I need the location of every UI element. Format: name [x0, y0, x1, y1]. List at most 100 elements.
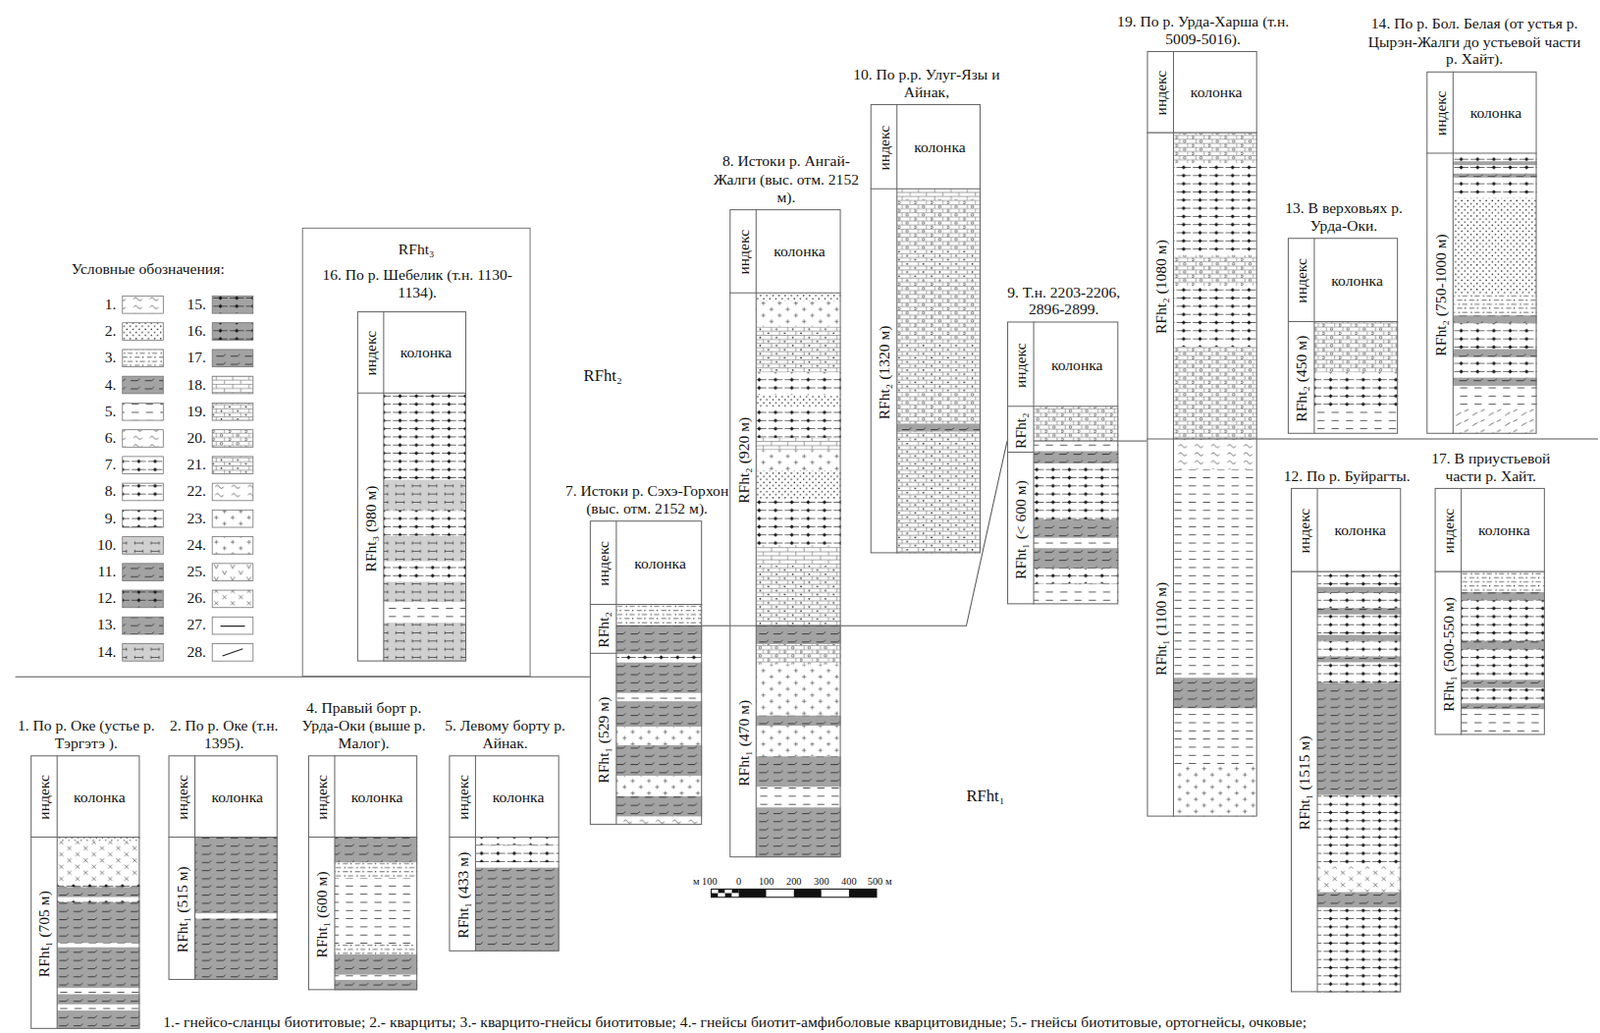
- rock-layer: [897, 188, 981, 199]
- column-heading: 9. Т.н. 2203-2206, 2896-2899.: [992, 282, 1136, 319]
- column-heading: 8. Истоки р. Ангай-Жалги (выс. отм. 2152…: [704, 153, 868, 207]
- header-cell: колонка: [1331, 272, 1384, 289]
- rock-layer: [1033, 450, 1119, 463]
- rock-layer: [383, 438, 467, 480]
- rock-layer: [1452, 377, 1537, 386]
- rock-layer: [1033, 568, 1119, 585]
- header-cell: индекс: [1013, 342, 1030, 388]
- rock-layer: [1173, 765, 1257, 817]
- rock-layer: [897, 423, 981, 431]
- rock-layer: [383, 480, 467, 511]
- column-heading: 17. В приустьевой части р. Хайт.: [1414, 449, 1568, 485]
- rock-layer: [1461, 679, 1546, 688]
- rock-layer: [56, 943, 140, 948]
- rock-layer: [383, 535, 467, 562]
- legend-sample: [212, 536, 254, 555]
- scale-label: 500 м: [867, 876, 893, 887]
- rock-layer: [755, 292, 841, 301]
- rock-layer: [475, 867, 559, 952]
- rock-layer: [755, 301, 841, 327]
- header-cell: колонка: [1051, 357, 1104, 374]
- boundary-line: [1173, 437, 1257, 439]
- rock-layer: [1033, 406, 1119, 441]
- legend-number: 8.: [83, 483, 116, 500]
- rock-layer: [1314, 372, 1398, 408]
- rock-layer: [1173, 677, 1257, 708]
- rock-layer: [616, 603, 702, 626]
- scale-bar: [732, 893, 740, 898]
- legend-sample: [122, 536, 164, 555]
- column-heading: 1. По р. Оке (устье р. Тэргэтэ ).: [4, 716, 168, 752]
- header-cell: колонка: [400, 345, 453, 362]
- scale-bar: [711, 888, 719, 893]
- rock-layer: [334, 836, 418, 862]
- strat-column: 8. Истоки р. Ангай-Жалги (выс. отм. 2152…: [729, 209, 841, 857]
- rock-layer: [755, 544, 841, 566]
- header-line: [30, 836, 140, 838]
- legend-number: 28.: [173, 644, 207, 661]
- rock-layer: [475, 850, 559, 862]
- rock-layer: [755, 437, 841, 450]
- rock-layer: [1033, 584, 1119, 605]
- rock-layer: [755, 326, 841, 374]
- column-heading: 12. По р. Буйрагты.: [1270, 467, 1424, 485]
- header-line: [1287, 320, 1398, 322]
- index-divider: [589, 652, 617, 654]
- legend-sample: [212, 589, 254, 608]
- rock-layer: [1317, 906, 1401, 992]
- index-line: [56, 754, 58, 1029]
- index-label: RFht₂ (1320 м): [876, 324, 893, 420]
- legend-sample: [222, 648, 244, 656]
- header-cell: индекс: [1294, 258, 1311, 304]
- rock-layer: [1033, 537, 1119, 548]
- legend-number: 27.: [173, 617, 207, 634]
- rock-layer: [755, 372, 841, 395]
- boundary-line: [616, 625, 702, 627]
- index-label: RFht₂: [1013, 412, 1030, 449]
- legend-number: 15.: [173, 297, 207, 314]
- rock-layer: [1317, 571, 1401, 587]
- rock-layer: [334, 954, 418, 975]
- correlation-line: [1118, 440, 1147, 442]
- rock-layer: [56, 882, 140, 887]
- index-label: RFht₂ (450 м): [1294, 335, 1311, 423]
- rock-layer: [1452, 198, 1537, 296]
- rock-layer: [1317, 586, 1401, 593]
- scale-bar: [849, 888, 877, 897]
- rock-layer: [334, 974, 418, 980]
- rock-layer: [56, 1010, 140, 1029]
- rock-layer: [616, 653, 702, 662]
- strat-column: 1. По р. Оке (устье р. Тэргэтэ ).индекск…: [30, 754, 140, 1029]
- legend-sample: [212, 295, 254, 314]
- index-label: RFht₂: [596, 611, 613, 648]
- rock-layer: [897, 392, 981, 424]
- scale-bar: [725, 893, 733, 898]
- strat-column: 19. По р. Урда-Харша (т.н. 5009-5016).ин…: [1146, 51, 1257, 817]
- rock-layer: [1317, 662, 1401, 684]
- rock-layer: [56, 841, 140, 884]
- rock-layer: [755, 755, 841, 787]
- rock-layer: [56, 994, 140, 1005]
- rock-layer: [56, 947, 140, 989]
- rock-layer: [1461, 702, 1546, 709]
- legend-number: 26.: [173, 590, 207, 607]
- section-index: RFht₃: [303, 240, 531, 259]
- index-line: [194, 754, 196, 980]
- header-line: [1426, 152, 1537, 154]
- scale-bar: [821, 888, 850, 897]
- legend-number: 18.: [173, 376, 207, 393]
- index-label: RFht₂ (920 м): [736, 417, 752, 504]
- scale-label: 100: [758, 876, 775, 887]
- rock-layer: [755, 407, 841, 438]
- rock-layer: [1173, 132, 1257, 163]
- rock-layer: [897, 341, 981, 393]
- boundary-line: [1033, 440, 1119, 442]
- scale-bar: [732, 888, 740, 893]
- legend-number: 23.: [173, 510, 207, 527]
- rock-layer: [897, 250, 981, 281]
- scale-label: м 100: [693, 876, 718, 887]
- legend-number: 21.: [173, 457, 207, 474]
- rock-layer: [755, 664, 841, 716]
- caption: 1.- гнейсо-сланцы биотитовые; 2.- кварци…: [162, 1012, 1307, 1031]
- rock-layer: [1452, 357, 1537, 378]
